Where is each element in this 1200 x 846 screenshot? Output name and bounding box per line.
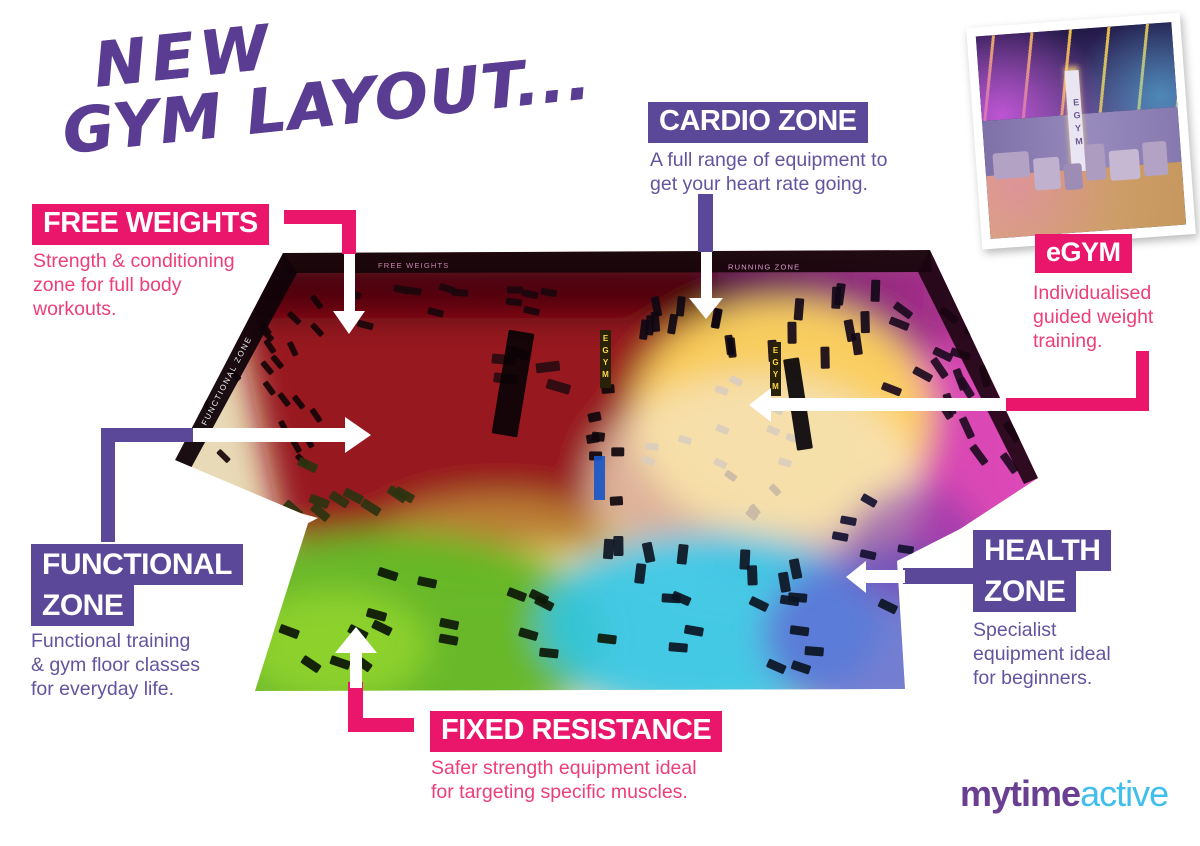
health-zone-banner-line2: ZONE xyxy=(973,571,1077,612)
egym-arrow-icon xyxy=(749,388,771,422)
egym-description: Individualised guided weight training. xyxy=(1033,282,1154,352)
free-weights-arrow-body xyxy=(344,254,355,312)
wall-text-free-weights: FREE WEIGHTS xyxy=(378,261,450,270)
fixed-resistance-connector-h xyxy=(348,718,414,732)
blue-banner-pillar xyxy=(594,456,605,500)
health-arrow-icon xyxy=(846,561,866,593)
functional-connector-v xyxy=(101,428,115,542)
gym-left-wall xyxy=(175,253,297,468)
fixed-resistance-banner: FIXED RESISTANCE xyxy=(430,711,723,752)
cardio-connector xyxy=(698,194,713,252)
functional-arrow-body xyxy=(193,428,345,442)
health-zone-description: Specialist equipment ideal for beginners… xyxy=(973,619,1111,689)
functional-zone-banner-line1: FUNCTIONAL xyxy=(31,544,243,585)
egym-photo-image: EGYM xyxy=(975,22,1187,239)
gym-top-wall xyxy=(283,250,932,273)
fixed-resistance-arrow-icon xyxy=(335,627,377,653)
egym-pillar-1 xyxy=(600,330,611,388)
egym-connector-v xyxy=(1136,351,1149,407)
functional-connector-h xyxy=(101,428,193,442)
gym-floor-plan: FREE WEIGHTS RUNNING ZONE FUNCTIONAL ZON… xyxy=(175,250,1038,691)
free-weights-connector-v xyxy=(342,210,356,254)
logo-mytime: mytime xyxy=(960,773,1081,814)
mytimeactive-logo: mytimeactive xyxy=(960,773,1169,815)
cardio-arrow-icon xyxy=(689,298,723,319)
functional-arrow-icon xyxy=(345,417,371,453)
egym-banner: eGYM xyxy=(1035,234,1132,273)
cardio-zone-banner: CARDIO ZONE xyxy=(648,102,868,143)
wall-text-running-zone: RUNNING ZONE xyxy=(728,263,800,272)
health-zone-banner-line1: HEALTH xyxy=(973,530,1112,571)
egym-pillar-2 xyxy=(770,342,781,396)
health-connector xyxy=(903,568,975,584)
gym-right-wall xyxy=(918,250,1038,484)
free-weights-arrow-icon xyxy=(333,311,365,334)
health-arrow-body xyxy=(865,570,905,583)
egym-arrow-body xyxy=(770,398,1006,411)
cardio-zone-description: A full range of equipment to get your he… xyxy=(650,149,888,195)
egym-connector-h xyxy=(1006,398,1149,411)
free-weights-description: Strength & conditioning zone for full bo… xyxy=(33,250,235,320)
functional-zone-description: Functional training & gym floor classes … xyxy=(31,630,201,700)
fixed-resistance-description: Safer strength equipment ideal for targe… xyxy=(431,757,697,803)
free-weights-banner: FREE WEIGHTS xyxy=(32,204,269,245)
logo-active: active xyxy=(1080,773,1169,814)
egym-photo: EGYM xyxy=(966,12,1196,250)
free-weights-connector-h xyxy=(284,210,356,224)
functional-zone-banner-line2: ZONE xyxy=(31,585,135,626)
cardio-arrow-body xyxy=(701,252,712,300)
page-title: NEW GYM LAYOUT... xyxy=(53,0,595,168)
fixed-resistance-arrow-body xyxy=(350,652,362,688)
